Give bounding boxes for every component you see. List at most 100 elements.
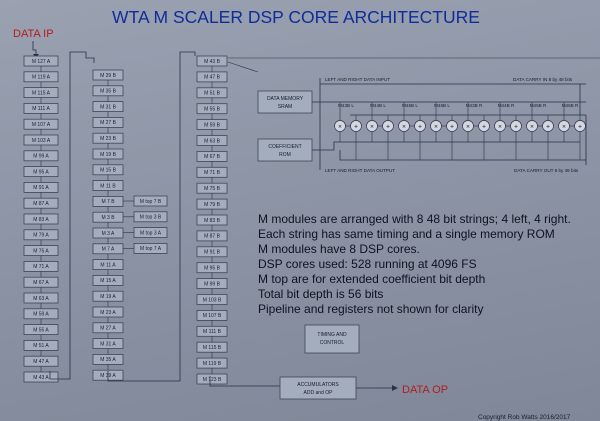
add-glyph: + (450, 124, 454, 131)
accumulators-label-1: ACCUMULATORS (297, 382, 339, 388)
module-label: M 47 A (33, 359, 49, 365)
lr-output-label: LEFT AND RIGHT DATA OUTPUT (325, 168, 395, 173)
note-line-2: Each string has same timing and a single… (258, 227, 555, 241)
module-label: M 99 A (33, 154, 49, 160)
module-label: M 107 A (32, 122, 51, 128)
channel-label: M44B L (370, 103, 386, 108)
module-label: M 7 B (101, 199, 115, 205)
add-glyph: + (514, 124, 518, 131)
module-label: M 43 B (204, 59, 221, 65)
channel-label: M43B L (338, 103, 354, 108)
lr-input-label: LEFT AND RIGHT DATA INPUT (325, 77, 390, 82)
memory-bus (312, 101, 580, 151)
module-label: M 3 B (101, 215, 115, 221)
note-line-4: DSP cores used: 528 running at 4096 FS (258, 257, 477, 271)
data-memory-label-2: SRAM (278, 104, 292, 110)
timing-control-label-2: CONTROL (320, 340, 345, 346)
module-label: M 83 A (33, 217, 49, 223)
add-glyph: + (386, 124, 390, 131)
multiply-glyph: × (530, 124, 534, 131)
module-label: M 75 A (33, 248, 49, 254)
note-line-5: M top are for extended coefficient bit d… (258, 272, 485, 286)
data-out-arrowhead (392, 385, 398, 391)
channel-label: M45B L (402, 103, 418, 108)
col1-to-col2-link (49, 51, 95, 380)
module-label: M 127 A (32, 59, 51, 65)
coefficient-rom-label-2: ROM (279, 152, 291, 158)
carry-in-label: DATA CARRY IN 8 by 48 bits (513, 77, 573, 82)
mtop-box (133, 242, 168, 254)
channel-label: M43B R (466, 103, 483, 108)
data-memory-label-1: DATA MEMORY (267, 96, 304, 102)
add-glyph: + (546, 124, 550, 131)
data-in-label: DATA IP (13, 28, 54, 40)
multiply-glyph: × (498, 124, 502, 131)
module-label: M 123 B (203, 377, 222, 383)
module-label: M 19 A (100, 294, 116, 300)
module-label: M 103 B (203, 297, 222, 303)
module-label: M 63 B (204, 138, 221, 144)
module-label: M 19 B (100, 152, 117, 158)
module-label: M 7 A (102, 247, 115, 253)
module-label: M 67 A (33, 280, 49, 286)
accumulators-label-2: ADD and OP (304, 390, 334, 396)
timing-control-label-1: TIMING AND (317, 332, 347, 338)
module-label: M 79 B (204, 202, 221, 208)
module-label: M 27 A (100, 326, 116, 332)
module-label: M 15 A (100, 278, 116, 284)
module-label: M 119 A (32, 75, 51, 81)
multiply-glyph: × (562, 124, 566, 131)
channel-label: M46B R (562, 103, 579, 108)
coefficient-rom-label-1: COEFFICIENT (268, 144, 301, 150)
callout-line-2 (227, 61, 259, 73)
page-title: WTA M SCALER DSP CORE ARCHITECTURE (112, 7, 480, 27)
module-label: M 99 B (204, 281, 221, 287)
data-out-label: DATA OP (402, 384, 448, 396)
multiply-glyph: × (402, 124, 406, 131)
note-line-1: M modules are arranged with 8 48 bit str… (258, 212, 571, 226)
module-label: M 23 B (100, 136, 117, 142)
module-label: M 27 B (100, 120, 117, 126)
mtop-label: M top 7 A (140, 246, 162, 252)
module-label: M 107 B (203, 313, 222, 319)
col2-to-col3-link (107, 51, 196, 382)
note-line-7: Pipeline and registers not shown for cla… (258, 302, 483, 316)
module-label: M 95 B (204, 266, 221, 272)
module-label: M 11 B (100, 183, 116, 189)
multiply-glyph: × (338, 124, 342, 131)
module-label: M 71 B (204, 170, 221, 176)
mtop-box (133, 211, 168, 223)
mtop-box (133, 195, 168, 207)
module-label: M 91 B (204, 250, 221, 256)
module-column-middle: M 39 BM 35 BM 31 BM 27 BM 23 BM 19 BM 15… (92, 69, 124, 381)
module-label: M 83 B (204, 218, 221, 224)
module-label: M 75 B (204, 186, 221, 192)
module-label: M 39 B (100, 73, 117, 79)
module-label: M 31 A (100, 341, 116, 347)
module-label: M 103 A (32, 138, 51, 144)
multiplier-array: M43B L × + M44B L × + M45B L × + M46B L × + M43B R × +… (330, 101, 586, 160)
data-buses (330, 101, 586, 116)
timing-control-box (304, 324, 360, 354)
mtop-label: M top 3 B (140, 215, 162, 221)
mtop-column: M top 7 BM top 3 BM top 3 AM top 7 A (123, 195, 168, 254)
note-line-3: M modules have 8 DSP cores. (258, 242, 420, 256)
multiply-glyph: × (466, 124, 470, 131)
module-label: M 15 B (100, 168, 117, 174)
note-line-6: Total bit depth is 56 bits (258, 287, 383, 301)
multiply-glyph: × (370, 124, 374, 131)
module-label: M 111 B (203, 329, 222, 335)
module-label: M 31 B (100, 104, 117, 110)
module-label: M 67 B (204, 154, 221, 160)
module-label: M 119 B (203, 361, 222, 367)
channel-label: M45B R (530, 103, 547, 108)
channel-label: M46B L (434, 103, 450, 108)
mtop-label: M top 7 B (140, 199, 162, 205)
module-label: M 115 A (32, 90, 51, 96)
module-label: M 51 B (204, 91, 221, 97)
notes-block: M modules are arranged with 8 48 bit str… (258, 212, 571, 316)
add-glyph: + (418, 124, 422, 131)
module-label: M 87 B (204, 234, 221, 240)
